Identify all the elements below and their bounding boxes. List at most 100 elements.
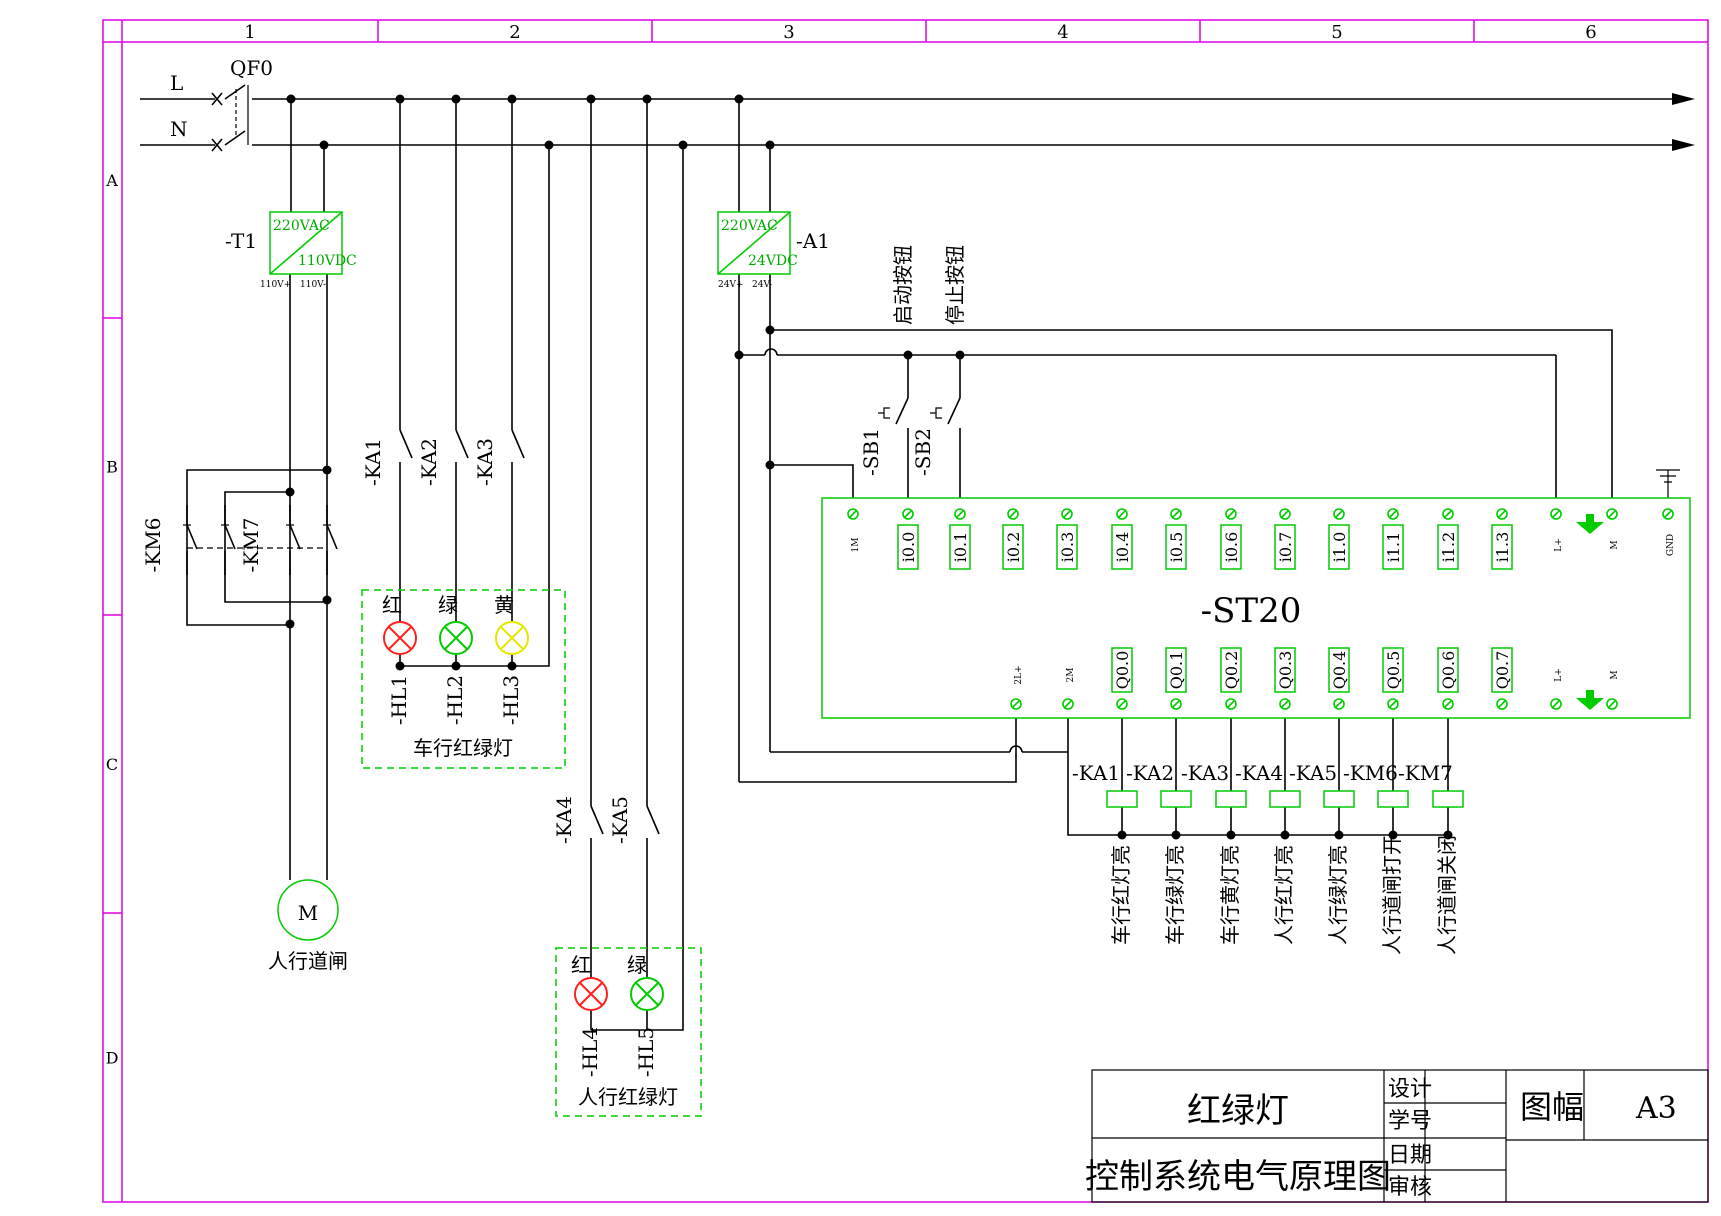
title-block-size-value: A3 xyxy=(1635,1091,1677,1126)
wire xyxy=(511,429,525,459)
junction-dot xyxy=(1280,830,1290,840)
title-block-title: 红绿灯 xyxy=(1187,1091,1289,1131)
terminal-slash xyxy=(1227,700,1235,708)
labels: LNQF0220VAC110VDC-T1110V+110V--KM6-KM7M人… xyxy=(141,56,1677,1200)
plc-input-label: i0.4 xyxy=(1113,532,1132,563)
plc-input-label: i0.6 xyxy=(1222,532,1241,563)
coil-tag: -KA4 xyxy=(1235,761,1283,785)
km6-contact-b xyxy=(326,524,338,550)
plc-input-label: i0.0 xyxy=(899,532,918,563)
ped-lamp-color: 绿 xyxy=(627,953,647,977)
terminal-slash xyxy=(1335,510,1343,518)
plc-out-lplus: L+ xyxy=(1554,668,1564,682)
gnd-symbol xyxy=(1656,469,1680,483)
plc-output-label: Q0.7 xyxy=(1493,651,1512,690)
plc-input-label: i0.7 xyxy=(1276,532,1295,563)
plc-input-label: i1.1 xyxy=(1384,532,1403,563)
terminal-slash xyxy=(1664,510,1672,518)
plc-input-label: i1.0 xyxy=(1330,532,1349,563)
terminal xyxy=(1496,508,1508,520)
terminal-slash xyxy=(1172,510,1180,518)
breaker-label: QF0 xyxy=(230,56,273,80)
terminal-slash xyxy=(849,510,857,518)
terminal xyxy=(1550,698,1562,710)
line-label: L xyxy=(170,71,183,95)
terminal-slash xyxy=(956,510,964,518)
terminal-slash xyxy=(1172,700,1180,708)
car-lamp-tag: -HL1 xyxy=(387,675,411,725)
wire xyxy=(590,805,604,835)
terminal-slash xyxy=(1389,700,1397,708)
plc-input-box xyxy=(1437,524,1459,570)
coil-tag: -KM7 xyxy=(1398,761,1453,785)
terminal-slash xyxy=(904,510,912,518)
plc-supply-m: M xyxy=(1610,540,1620,549)
coil-caption: 人行红灯亮 xyxy=(1272,845,1296,945)
row-label: A xyxy=(105,171,118,190)
coil xyxy=(1106,790,1138,808)
junction-dot xyxy=(1117,830,1127,840)
terminal-slash xyxy=(1335,700,1343,708)
plc-output-label: Q0.6 xyxy=(1439,651,1458,690)
coil xyxy=(1323,790,1355,808)
coil xyxy=(1432,790,1464,808)
km7-tag: -KM7 xyxy=(239,518,263,573)
psu-input: 220VAC xyxy=(721,218,778,234)
title-block-field: 设计 xyxy=(1388,1077,1432,1102)
plc-input-label: i1.2 xyxy=(1439,532,1458,563)
junction-dot xyxy=(319,140,329,150)
terminal-slash xyxy=(1498,510,1506,518)
bus-arrow xyxy=(1672,93,1695,105)
terminal xyxy=(1116,508,1128,520)
transformer-input: 220VAC xyxy=(273,218,330,234)
wire xyxy=(224,84,246,100)
coil-caption: 车行红灯亮 xyxy=(1109,845,1133,945)
plc-input-common: 1M xyxy=(851,538,861,553)
plc-input-box xyxy=(1382,524,1404,570)
terminal-slash xyxy=(1281,510,1289,518)
transformer-pos: 110V+ xyxy=(260,280,291,290)
junction-dot xyxy=(1226,830,1236,840)
terminal-slash xyxy=(1552,700,1560,708)
terminal xyxy=(1496,698,1508,710)
wire xyxy=(224,130,246,146)
terminal xyxy=(1170,508,1182,520)
row-label: C xyxy=(106,755,118,774)
junction-dot xyxy=(1171,830,1181,840)
terminal-slash xyxy=(1608,700,1616,708)
row-label: B xyxy=(106,458,118,477)
coil-caption: 车行绿灯亮 xyxy=(1163,845,1187,945)
plc-input-label: i0.2 xyxy=(1004,532,1023,563)
car-lamp-tag: -HL3 xyxy=(499,675,523,725)
terminal-slash xyxy=(1281,700,1289,708)
plc-input-box xyxy=(1165,524,1187,570)
button-tag: -SB1 xyxy=(859,428,883,476)
terminal xyxy=(1387,508,1399,520)
coil-tag: -KA1 xyxy=(1072,761,1120,785)
ped-lamp-cross xyxy=(579,982,603,1006)
plc-output-box xyxy=(1111,647,1133,693)
column-label: 2 xyxy=(509,22,520,43)
junction-dot xyxy=(1443,830,1453,840)
terminal-slash xyxy=(1444,510,1452,518)
button-tag: -SB2 xyxy=(911,428,935,476)
terminal-slash xyxy=(1063,510,1071,518)
car-lamp-cross xyxy=(388,626,412,650)
plc-arrow-top xyxy=(1576,514,1604,534)
plc-out-m: M xyxy=(1610,670,1620,679)
terminal-slash xyxy=(1552,510,1560,518)
terminal-slash xyxy=(1608,510,1616,518)
neutral-label: N xyxy=(170,117,188,141)
coil-tag: -KA2 xyxy=(1126,761,1174,785)
coil-tag: -KA5 xyxy=(1289,761,1337,785)
psu-neg: 24V- xyxy=(752,280,772,290)
terminal xyxy=(1550,508,1562,520)
terminal xyxy=(1116,698,1128,710)
coil-caption: 车行黄灯亮 xyxy=(1218,845,1242,945)
plc-2m: 2M xyxy=(1066,668,1076,683)
terminal xyxy=(1606,508,1618,520)
plc-tag: -ST20 xyxy=(1201,591,1302,631)
